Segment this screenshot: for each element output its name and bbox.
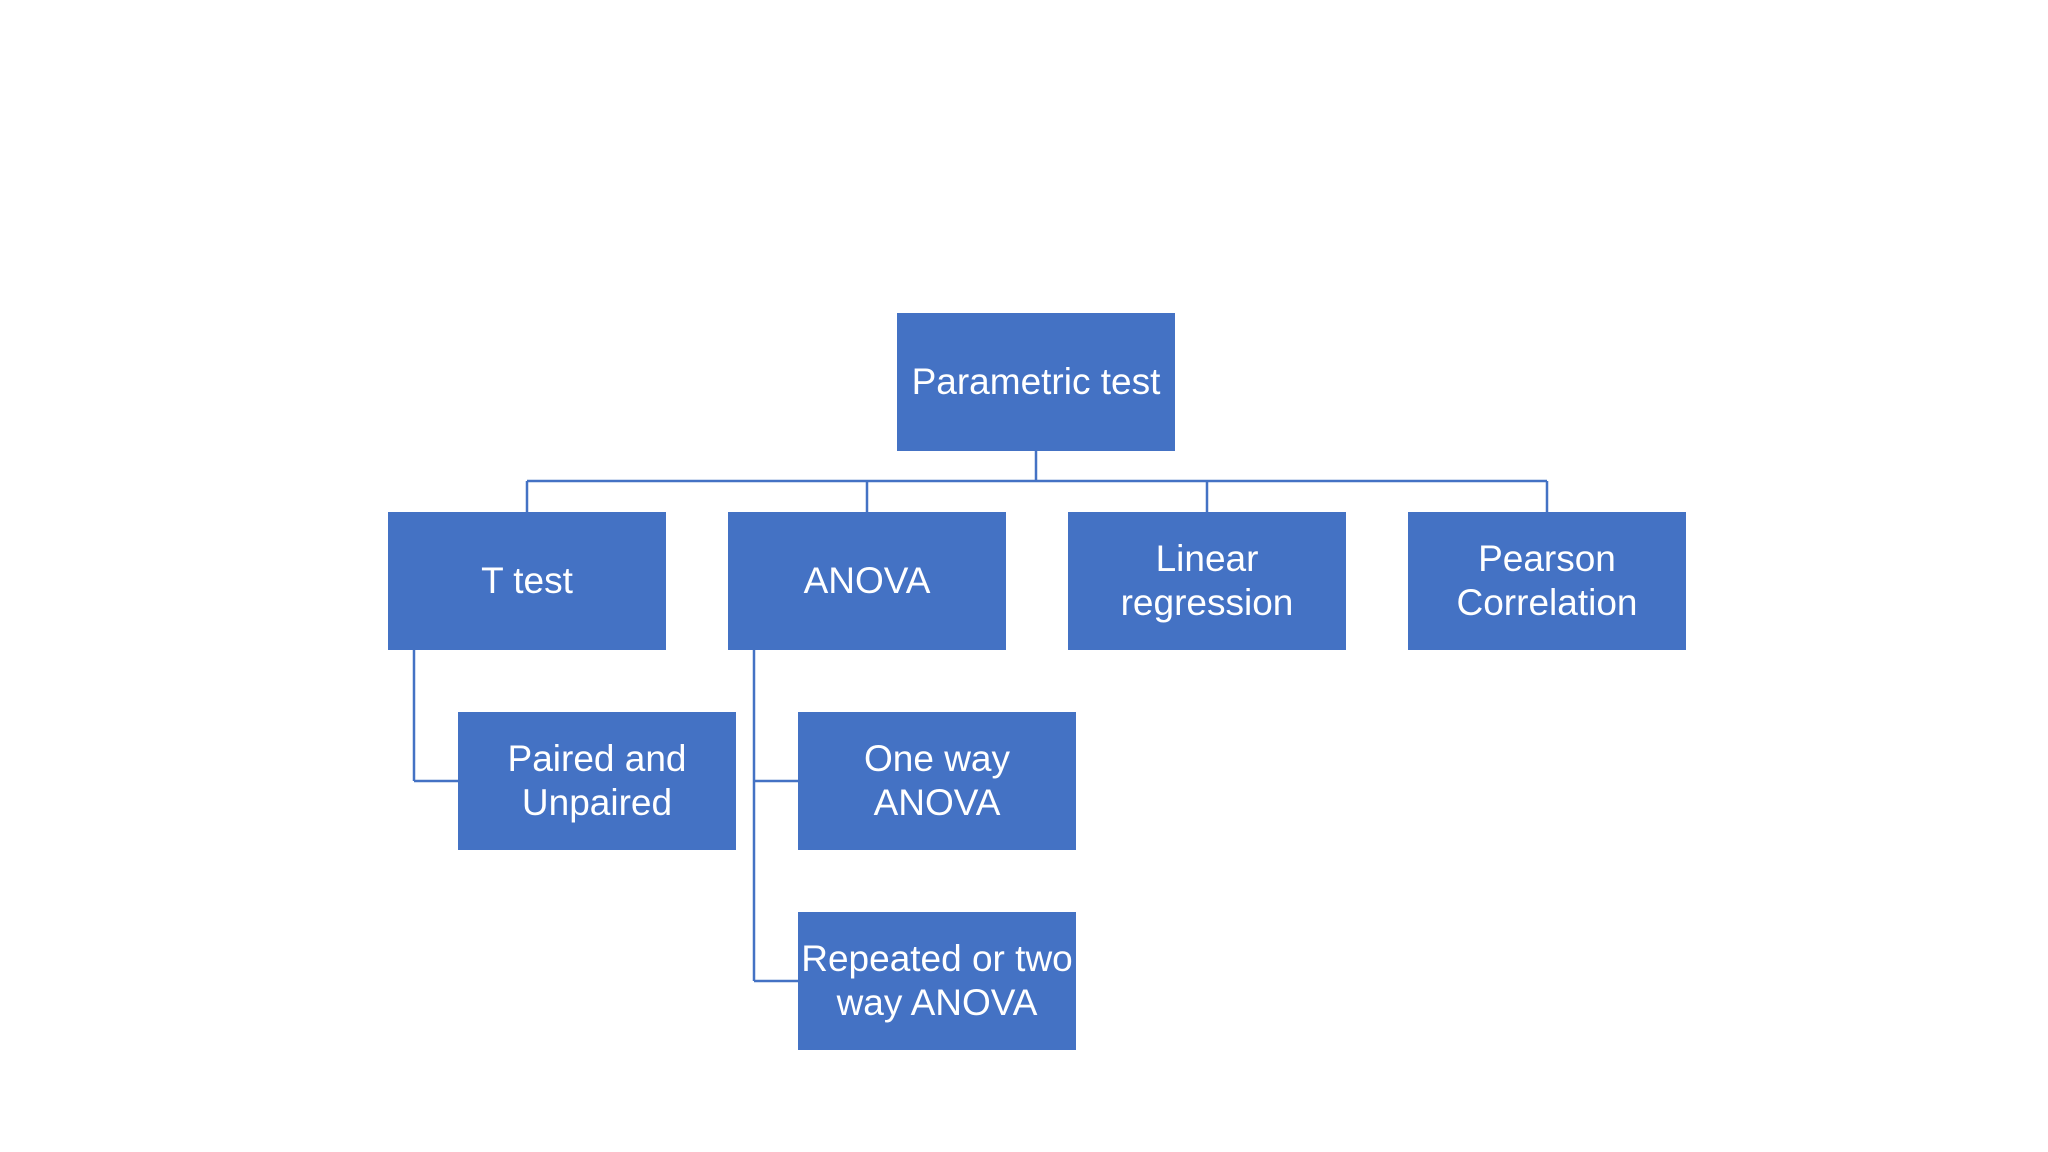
node-one-way-anova-label: One way ANOVA (863, 738, 1010, 823)
node-pearson-correlation: Pearson Correlation (1408, 512, 1686, 650)
node-paired-and-unpaired: Paired and Unpaired (458, 712, 736, 850)
node-anova-label: ANOVA (803, 560, 931, 601)
node-parametric-test: Parametric test (897, 313, 1175, 451)
node-anova: ANOVA (728, 512, 1006, 650)
node-linear-regression-label: Linear regression (1120, 538, 1294, 623)
node-repeated-or-two-way-anova-label: Repeated or two way ANOVA (801, 938, 1073, 1023)
node-pearson-correlation-label: Pearson Correlation (1456, 538, 1638, 623)
node-repeated-or-two-way-anova: Repeated or two way ANOVA (798, 912, 1076, 1050)
node-t-test-label: T test (481, 560, 573, 601)
node-parametric-test-label: Parametric test (911, 361, 1161, 402)
node-linear-regression: Linear regression (1068, 512, 1346, 650)
node-one-way-anova: One way ANOVA (798, 712, 1076, 850)
node-t-test: T test (388, 512, 666, 650)
node-paired-and-unpaired-label: Paired and Unpaired (507, 738, 687, 823)
